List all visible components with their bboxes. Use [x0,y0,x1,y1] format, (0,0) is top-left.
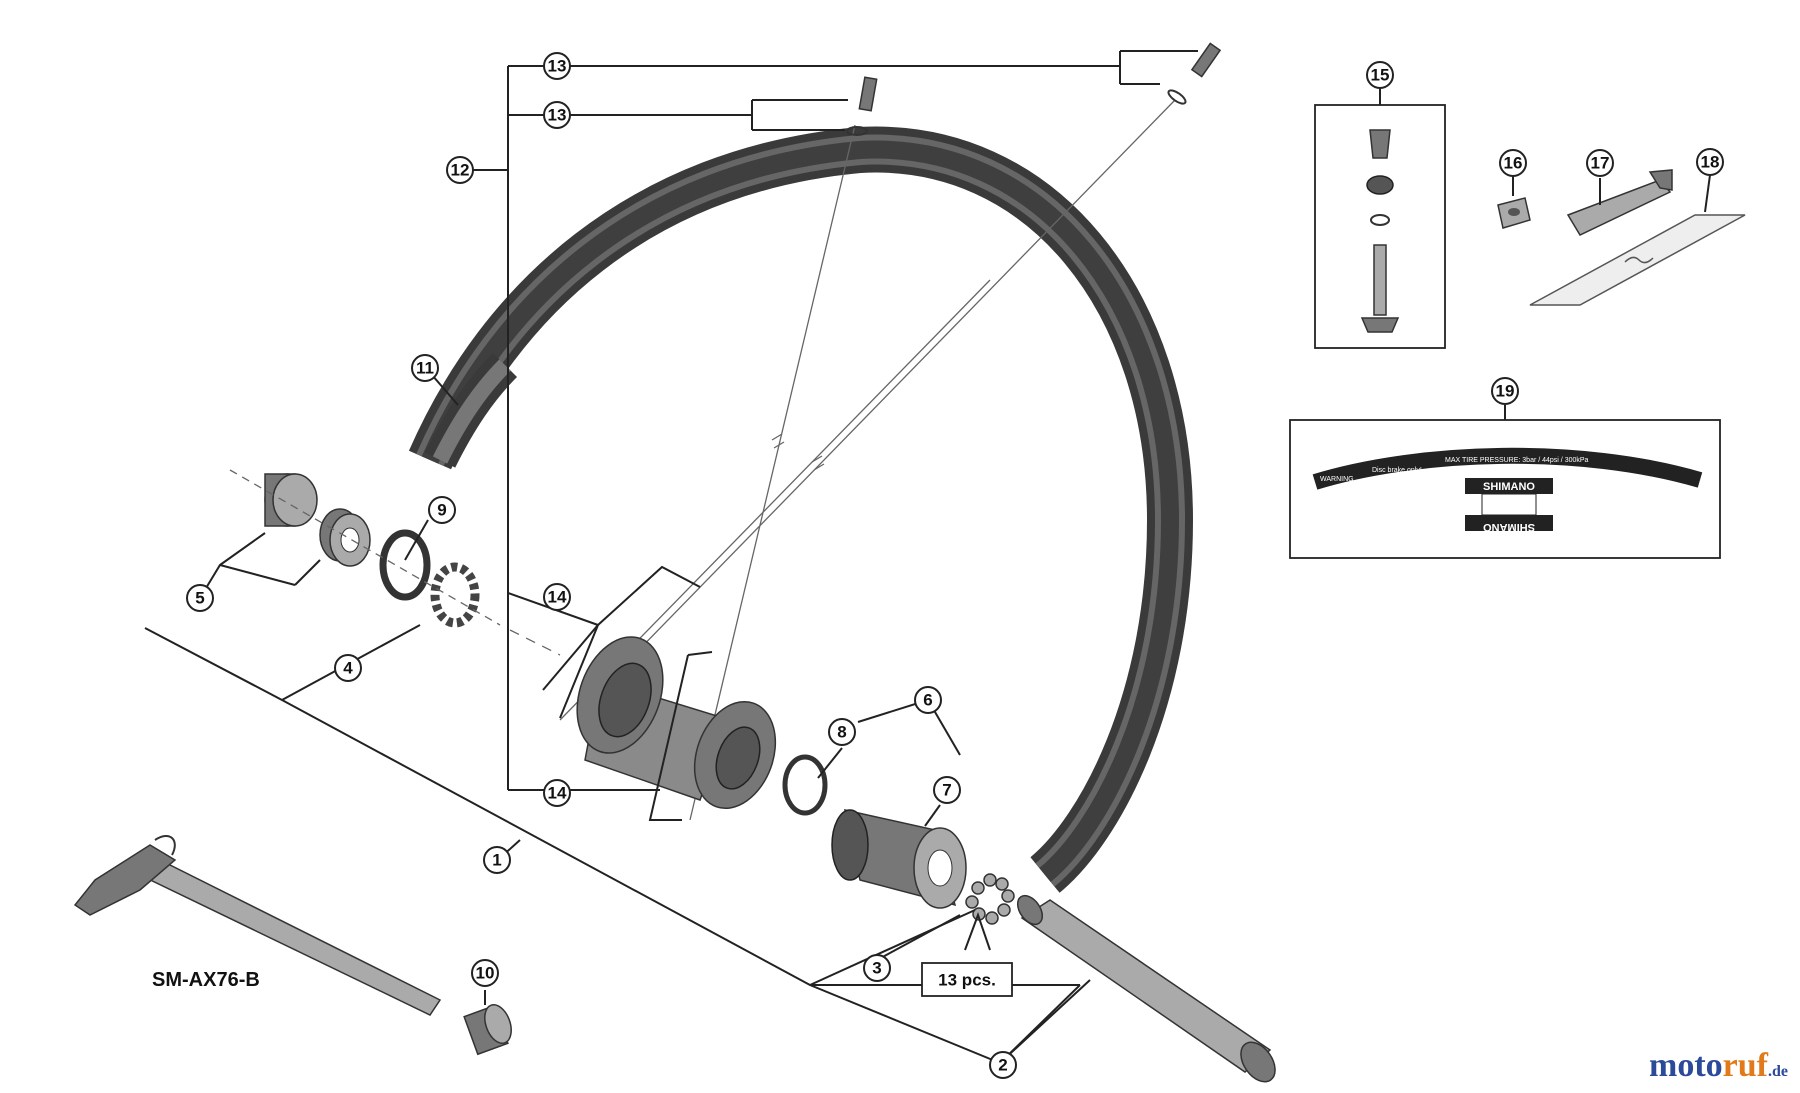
callout-14-lower: 14 [543,779,571,807]
thru-axle [73,835,442,1016]
callout-17: 17 [1586,149,1614,177]
callout-18: 18 [1696,148,1724,176]
svg-text:13: 13 [548,57,567,76]
steel-balls [965,873,1015,925]
watermark-part2: ruf [1722,1047,1768,1084]
svg-text:3: 3 [872,959,881,978]
svg-text:10: 10 [476,964,495,983]
quantity-note: 13 pcs. [938,971,996,990]
quantity-note-box: 13 pcs. [921,962,1013,997]
svg-text:19: 19 [1496,382,1515,401]
svg-text:16: 16 [1504,154,1523,173]
svg-text:2: 2 [998,1056,1007,1075]
svg-text:18: 18 [1701,153,1720,172]
svg-text:17: 17 [1591,154,1610,173]
svg-text:11: 11 [416,359,434,378]
callout-13-lower: 13 [543,101,571,129]
watermark-logo: motoruf.de [1649,1047,1788,1085]
callout-2: 2 [989,1051,1017,1079]
hub-seal-ring [379,529,431,601]
svg-text:9: 9 [437,501,446,520]
callout-9: 9 [428,496,456,524]
freehub-body [831,809,967,909]
svg-text:7: 7 [942,781,951,800]
hub-axle [1016,894,1276,1083]
svg-text:1: 1 [492,851,501,870]
callout-5: 5 [186,584,214,612]
sticker-brand-bottom: SHIMANO [1483,521,1535,533]
callout-19: 19 [1491,377,1519,405]
spoke-nipple-right [1167,42,1222,105]
watermark-part1: moto [1649,1047,1723,1084]
svg-text:4: 4 [343,659,353,678]
rim [408,126,1194,893]
sticker-line1: Disc brake only! [1372,467,1422,474]
leader-lines [144,50,1711,1064]
axle-nut [463,1004,512,1056]
hub-end-cap [264,473,318,527]
svg-text:14: 14 [548,588,567,607]
svg-text:14: 14 [548,784,567,803]
callout-10: 10 [471,959,499,987]
callout-1: 1 [483,846,511,874]
callout-4: 4 [334,654,362,682]
model-label: SM-AX76-B [152,969,260,991]
watermark-part3: .de [1768,1063,1788,1080]
callout-13-upper: 13 [543,52,571,80]
o-ring [782,754,828,816]
nipple-adapter [1497,197,1531,229]
spoke-nipple-top [846,76,878,136]
callout-6: 6 [914,686,942,714]
svg-text:15: 15 [1371,66,1390,85]
hub-bearing [319,508,371,567]
callout-7: 7 [933,776,961,804]
sticker-box [1289,419,1721,559]
rim-tape [424,352,518,468]
sticker-line2: MAX TIRE PRESSURE: 3bar / 44psi / 300kPa [1445,457,1589,464]
callout-8: 8 [828,718,856,746]
callout-15: 15 [1366,61,1394,89]
svg-text:8: 8 [837,723,846,742]
sticker-brand-top: SHIMANO [1483,481,1535,493]
sticker-warning: WARNING [1320,476,1354,483]
callout-11: 11 [411,354,439,382]
callout-16: 16 [1499,149,1527,177]
sticker-texts: WARNING Disc brake only! MAX TIRE PRESSU… [1320,457,1589,533]
callout-14-upper: 14 [543,583,571,611]
callout-3: 3 [863,954,891,982]
spoke-wrench [1566,169,1673,236]
svg-text:12: 12 [451,161,470,180]
callout-12: 12 [446,156,474,184]
valve-parts-box [1314,104,1446,349]
hub-body [509,629,777,810]
svg-text:6: 6 [923,691,932,710]
svg-text:5: 5 [195,589,204,608]
svg-text:13: 13 [548,106,567,125]
rim-tape-strip [1529,214,1746,306]
lock-ring [430,562,480,628]
